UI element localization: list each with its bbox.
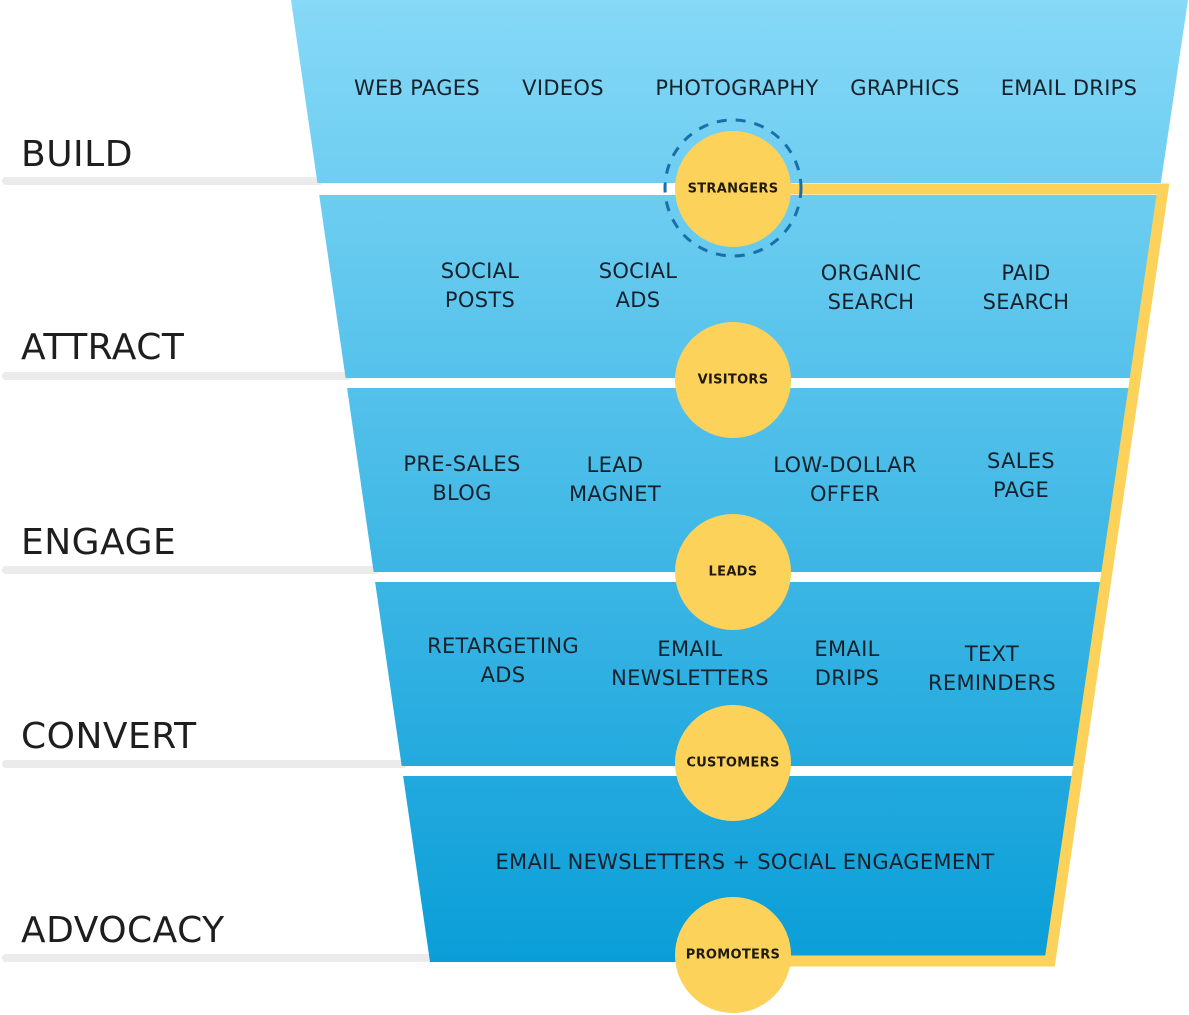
- tactic-item-line: RETARGETING: [427, 634, 579, 658]
- tactic-item: PRE-SALES BLOG: [403, 450, 520, 508]
- funnel-band-convert: [375, 582, 1102, 766]
- tactic-item: SOCIAL ADS: [599, 257, 678, 315]
- tactic-item: WEB PAGES: [354, 74, 480, 103]
- highlight-ring: [663, 118, 803, 258]
- stage-divider-attract: [2, 372, 352, 380]
- tactic-item: SOCIAL POSTS: [441, 257, 520, 315]
- funnel-band-build: [291, 0, 1188, 183]
- tactic-item: EMAIL NEWSLETTERS: [611, 635, 769, 693]
- stage-label-advocacy: ADVOCACY: [21, 910, 225, 951]
- tactic-item: RETARGETING ADS: [427, 632, 579, 690]
- stage-label-build: BUILD: [21, 134, 133, 175]
- customer-journey-line: [733, 183, 1170, 967]
- tactic-item-line: OFFER: [809, 482, 881, 506]
- tactic-item-line: LOW-DOLLAR: [773, 453, 917, 477]
- tactic-item-line: PHOTOGRAPHY: [655, 76, 819, 100]
- tactic-item-line: REMINDERS: [928, 671, 1056, 695]
- tactic-item-line: ORGANIC: [820, 261, 922, 285]
- tactic-item-line: SEARCH: [827, 290, 915, 314]
- tactic-item-line: GRAPHICS: [850, 76, 960, 100]
- stage-divider-convert: [2, 760, 408, 768]
- tactic-item-line: SOCIAL: [598, 259, 678, 283]
- tactic-item-line: DRIPS: [814, 666, 880, 690]
- node-strangers: [675, 131, 791, 247]
- tactic-item-line: POSTS: [444, 288, 516, 312]
- tactic-item-line: WEB PAGES: [353, 76, 481, 100]
- tactic-item: EMAIL NEWSLETTERS + SOCIAL ENGAGEMENT: [495, 848, 994, 877]
- funnel-band-attract: [319, 195, 1160, 378]
- tactic-item-line: EMAIL: [657, 637, 723, 661]
- tactic-item: TEXT REMINDERS: [928, 640, 1056, 698]
- tactic-item-line: PRE-SALES: [403, 452, 521, 476]
- tactic-item-line: NEWSLETTERS: [611, 666, 769, 690]
- tactic-item-line: BLOG: [432, 481, 492, 505]
- tactic-item: LEAD MAGNET: [569, 451, 661, 509]
- stage-divider-advocacy: [2, 954, 436, 962]
- tactic-item-line: EMAIL DRIPS: [1000, 76, 1138, 100]
- tactic-item: SALES PAGE: [987, 447, 1055, 505]
- node-customers: [675, 705, 791, 821]
- stage-label-attract: ATTRACT: [21, 327, 185, 368]
- tactic-item: PAID SEARCH: [983, 259, 1070, 317]
- tactic-item-line: VIDEOS: [522, 76, 604, 100]
- tactic-item-line: SOCIAL: [440, 259, 520, 283]
- node-visitors: [675, 322, 791, 438]
- node-label-strangers: STRANGERS: [687, 181, 779, 197]
- tactic-item: VIDEOS: [522, 74, 604, 103]
- funnel-band-engage: [347, 388, 1131, 572]
- node-label-visitors: VISITORS: [697, 372, 769, 388]
- stage-divider-build: [2, 177, 324, 185]
- node-promoters: [675, 897, 791, 1013]
- node-label-leads: LEADS: [708, 564, 758, 580]
- stage-label-engage: ENGAGE: [21, 522, 177, 563]
- funnel-band-advocacy: [403, 776, 1073, 962]
- tactic-item-line: MAGNET: [569, 482, 661, 506]
- tactic-item-line: ADS: [615, 288, 661, 312]
- tactic-item: LOW-DOLLAR OFFER: [773, 451, 917, 509]
- tactic-item: EMAIL DRIPS: [814, 635, 879, 693]
- tactic-item-line: SALES: [987, 449, 1055, 473]
- tactic-item-line: PAGE: [992, 478, 1050, 502]
- node-label-promoters: PROMOTERS: [685, 947, 781, 963]
- tactic-item-line: EMAIL: [814, 637, 880, 661]
- tactic-item-line: ADS: [480, 663, 526, 687]
- tactic-item: ORGANIC SEARCH: [821, 259, 921, 317]
- stage-label-convert: CONVERT: [21, 716, 197, 757]
- tactic-item: EMAIL DRIPS: [1001, 74, 1138, 103]
- tactic-item: GRAPHICS: [850, 74, 959, 103]
- tactic-item-line: LEAD: [586, 453, 644, 477]
- tactic-item-line: PAID: [1001, 261, 1051, 285]
- tactic-item-line: EMAIL NEWSLETTERS + SOCIAL ENGAGEMENT: [495, 850, 995, 874]
- tactic-item-line: TEXT: [964, 642, 1020, 666]
- node-leads: [675, 514, 791, 630]
- tactic-item: PHOTOGRAPHY: [655, 74, 818, 103]
- stage-divider-engage: [2, 566, 380, 574]
- tactic-item-line: SEARCH: [982, 290, 1070, 314]
- node-label-customers: CUSTOMERS: [686, 755, 780, 771]
